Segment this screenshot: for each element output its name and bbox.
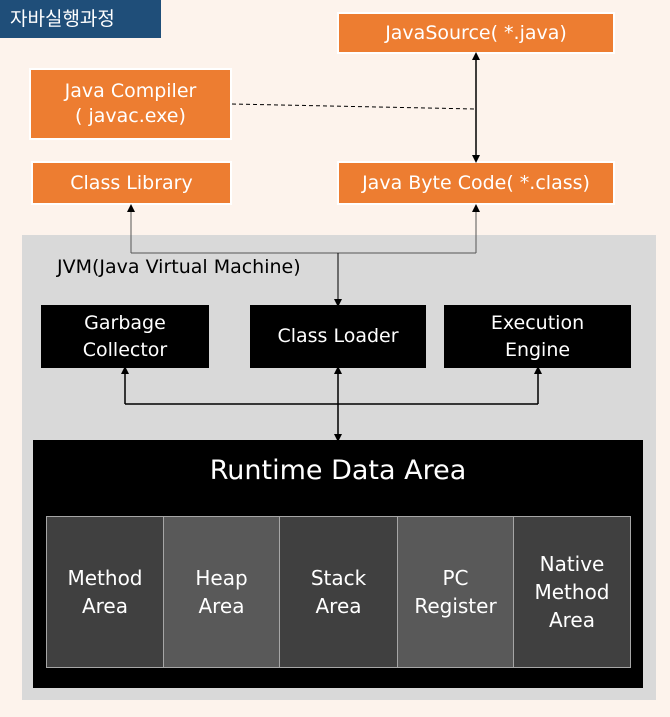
execution-engine-label: Execution Engine [490, 311, 585, 361]
class-loader-box: Class Loader [250, 305, 426, 368]
pc-register-label: PC Register [414, 566, 497, 618]
byte-code-label: Java Byte Code( *.class) [362, 171, 590, 194]
native-method-area-label: Native Method Area [534, 552, 610, 632]
garbage-collector-box: Garbage Collector [41, 305, 209, 368]
stack-area-label: Stack Area [310, 566, 367, 618]
garbage-collector-label: Garbage Collector [82, 311, 168, 361]
class-library-label: Class Library [70, 171, 193, 194]
execution-engine-box: Execution Engine [444, 305, 631, 368]
jvm-label: JVM(Java Virtual Machine) [57, 256, 301, 278]
java-compiler-box: Java Compiler ( javac.exe) [29, 68, 232, 140]
class-loader-label: Class Loader [277, 325, 399, 347]
method-area: Method Area [46, 516, 164, 668]
heap-area-label: Heap Area [195, 566, 248, 618]
pc-register-area: PC Register [397, 516, 514, 668]
stack-area: Stack Area [279, 516, 398, 668]
method-area-label: Method Area [67, 566, 143, 618]
java-compiler-label: Java Compiler ( javac.exe) [64, 80, 197, 127]
class-library-box: Class Library [31, 161, 232, 205]
compiler-dashed-line [231, 103, 477, 110]
page-title: 자바실행과정 [0, 0, 161, 38]
java-source-label: JavaSource( *.java) [385, 21, 567, 44]
runtime-data-area-title: Runtime Data Area [209, 455, 467, 486]
native-method-area: Native Method Area [513, 516, 631, 668]
